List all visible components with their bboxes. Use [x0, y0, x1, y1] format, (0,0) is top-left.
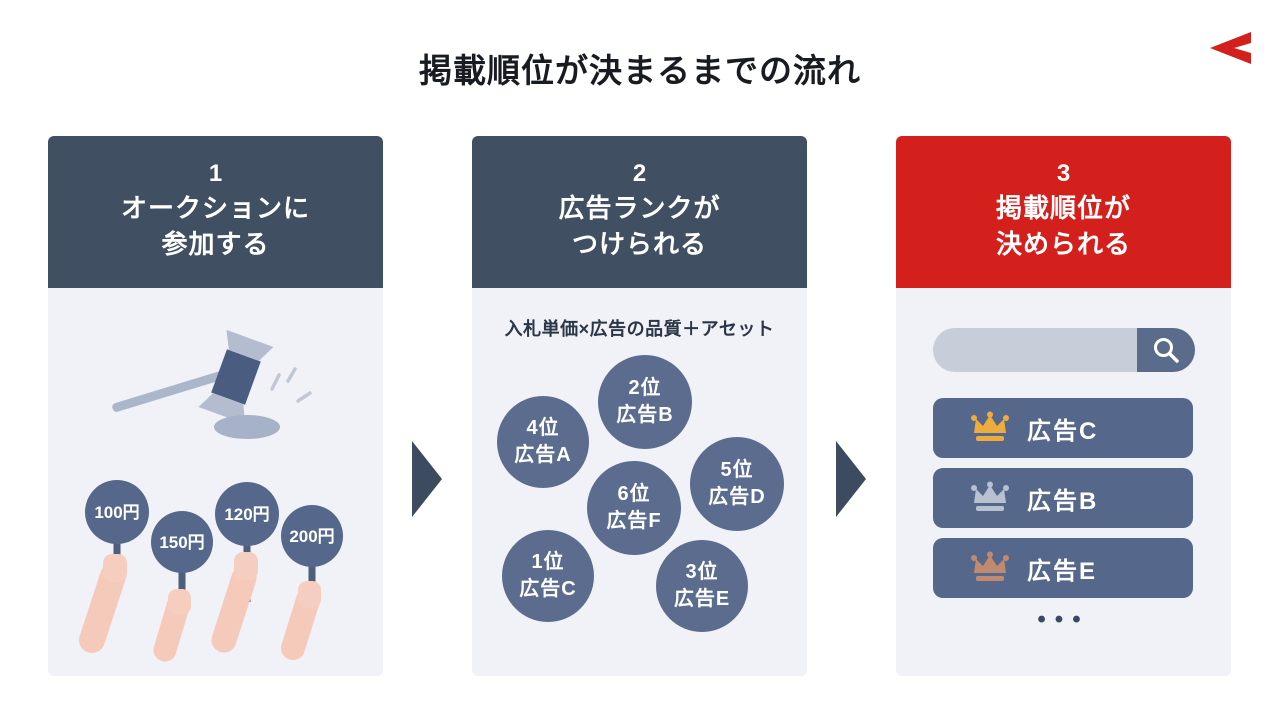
result-ad-name: 広告B [1027, 487, 1099, 515]
search-input[interactable] [933, 328, 1137, 372]
step-2-number: 2 [632, 160, 647, 188]
rank-position: 1位 [531, 551, 565, 573]
bronze-crown-icon [971, 551, 1009, 581]
bid-paddle-4: 200円 [281, 505, 343, 660]
search-bar[interactable] [933, 328, 1195, 372]
brand-logo-icon [1210, 32, 1251, 64]
ad-name: 広告E [673, 588, 731, 610]
page-title: 掲載順位が決まるまでの流れ [419, 52, 861, 89]
rank-position: 4位 [526, 417, 560, 439]
step-3-title-line1: 掲載順位が [995, 193, 1131, 224]
bid-paddle-1: 100円 [79, 480, 149, 653]
step-2-title-line1: 広告ランクが [558, 193, 721, 224]
step-3-panel: 3 掲載順位が 決められる [896, 136, 1231, 676]
bid-amount-2: 150円 [159, 533, 204, 552]
step-1-panel: 1 オークションに 参加する [48, 136, 383, 676]
bid-amount-3: 120円 [224, 505, 269, 524]
flow-arrow-1 [412, 441, 442, 517]
auction-illustration: 100円 150円 120円 [79, 329, 343, 662]
step-2-header: 2 広告ランクが つけられる [472, 136, 807, 288]
step-2-title-line2: つけられる [571, 228, 707, 259]
step-1-header: 1 オークションに 参加する [48, 136, 383, 288]
rank-bubble-ad-d: 5位 広告D [690, 437, 784, 531]
step-1-number: 1 [208, 160, 223, 188]
step-3-header: 3 掲載順位が 決められる [896, 136, 1231, 288]
bid-amount-4: 200円 [289, 527, 334, 546]
bid-amount-1: 100円 [94, 503, 139, 522]
silver-crown-icon [971, 481, 1009, 511]
step-3-number: 3 [1056, 160, 1071, 188]
step-1-body: 100円 150円 120円 [48, 288, 383, 676]
magnifier-icon [1154, 338, 1179, 363]
step-2-panel: 2 広告ランクが つけられる 入札単価×広告の品質＋アセット 2位 広告B 4位… [472, 136, 807, 676]
rank-position: 3位 [685, 561, 719, 583]
ad-name: 広告D [708, 486, 766, 508]
step-1-title-line2: 参加する [161, 228, 270, 259]
step-1-title-line1: オークションに [120, 193, 310, 224]
ad-name: 広告C [519, 578, 577, 600]
rank-bubble-ad-b: 2位 広告B [598, 355, 692, 449]
ad-name: 広告A [514, 444, 572, 466]
gold-crown-icon [971, 411, 1009, 441]
bid-paddle-2: 150円 [151, 511, 213, 662]
more-results-indicator: ••• [1037, 606, 1090, 633]
rank-bubble-ad-e: 3位 広告E [656, 540, 748, 632]
rank-bubble-ad-c: 1位 広告C [502, 530, 594, 622]
ad-name: 広告F [606, 510, 662, 532]
step-3-title-line2: 決められる [995, 228, 1131, 259]
flow-arrow-2 [836, 441, 866, 517]
result-ad-name: 広告E [1027, 557, 1098, 585]
result-ad-name: 広告C [1027, 417, 1099, 445]
gavel-icon [112, 329, 280, 439]
search-button[interactable] [1137, 328, 1195, 372]
rank-position: 2位 [628, 377, 662, 399]
rank-position: 6位 [617, 483, 651, 505]
result-row-3[interactable]: 広告E [933, 538, 1193, 598]
result-row-2[interactable]: 広告B [933, 468, 1193, 528]
bid-paddle-3: 120円 [211, 482, 279, 653]
rank-position: 5位 [720, 459, 754, 481]
impact-lines-icon [270, 367, 312, 403]
ad-name: 広告B [616, 404, 674, 426]
rank-bubble-ad-f: 6位 広告F [587, 461, 681, 555]
ad-rank-formula: 入札単価×広告の品質＋アセット [504, 319, 775, 339]
result-row-1[interactable]: 広告C [933, 398, 1193, 458]
rank-bubble-ad-a: 4位 広告A [497, 396, 589, 488]
step-3-body: 広告C 広告B [896, 288, 1231, 676]
step-2-body: 入札単価×広告の品質＋アセット 2位 広告B 4位 広告A 5位 広告D 6位 … [472, 288, 807, 676]
